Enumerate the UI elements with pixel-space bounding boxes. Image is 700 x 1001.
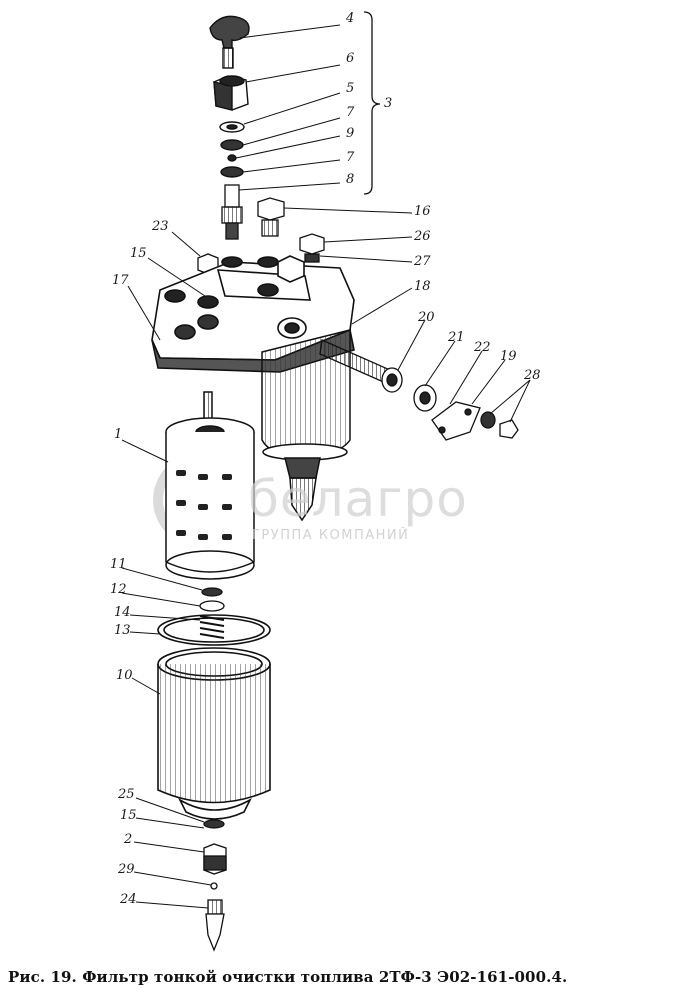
watermark-name: белагро: [248, 470, 468, 528]
callout-22: 22: [474, 340, 491, 355]
callout-15-upper: 15: [130, 246, 147, 261]
washers-5-7-9-7: [219, 121, 245, 178]
housing-body: [261, 329, 351, 522]
callout-19: 19: [500, 349, 517, 364]
part-26-plug: [299, 233, 325, 263]
part-4-wing-screw: [209, 15, 250, 69]
callout-5: 5: [346, 81, 355, 96]
callout-9: 9: [346, 126, 355, 141]
callout-14: 14: [114, 605, 131, 620]
callout-17: 17: [112, 273, 129, 288]
leader-lines: [121, 24, 531, 909]
callout-28: 28: [524, 368, 541, 383]
callout-6: 6: [346, 51, 355, 66]
callout-20: 20: [418, 310, 435, 325]
watermark-subtitle: ГРУППА КОМПАНИЙ: [252, 528, 410, 543]
callout-18: 18: [414, 279, 431, 294]
part-16-plug: [257, 197, 285, 237]
callout-7-lower: 7: [346, 150, 355, 165]
callout-26: 26: [414, 229, 431, 244]
callout-27: 27: [414, 254, 431, 269]
callout-1: 1: [114, 427, 123, 442]
callout-21: 21: [448, 330, 465, 345]
callout-4: 4: [346, 11, 355, 26]
part-8-pin: [221, 184, 243, 240]
callout-24: 24: [120, 892, 137, 907]
callout-3: 3: [384, 96, 393, 111]
part-13-gasket: [157, 614, 271, 646]
callout-25: 25: [118, 787, 135, 802]
part-10-bowl: [157, 647, 271, 820]
bottom-drain-assembly: [203, 819, 227, 952]
callout-13: 13: [114, 623, 131, 638]
callout-10: 10: [116, 668, 133, 683]
callout-7-upper: 7: [346, 105, 355, 120]
callout-11: 11: [110, 557, 127, 572]
side-fitting-assembly: [319, 339, 519, 441]
callout-2: 2: [124, 832, 133, 847]
figure-caption: Рис. 19. Фильтр тонкой очистки топлива 2…: [8, 968, 568, 986]
part-6-nut: [213, 75, 249, 111]
filter-housing-head: [151, 255, 355, 373]
callout-8: 8: [346, 172, 355, 187]
part-1-filter-element: [165, 391, 255, 580]
group-3-bracket: [363, 11, 381, 195]
callout-16: 16: [414, 204, 431, 219]
callout-15-lower: 15: [120, 808, 137, 823]
callout-29: 29: [118, 862, 135, 877]
callout-23: 23: [152, 219, 169, 234]
callout-12: 12: [110, 582, 127, 597]
parts-11-12-14-spring: [199, 587, 225, 639]
